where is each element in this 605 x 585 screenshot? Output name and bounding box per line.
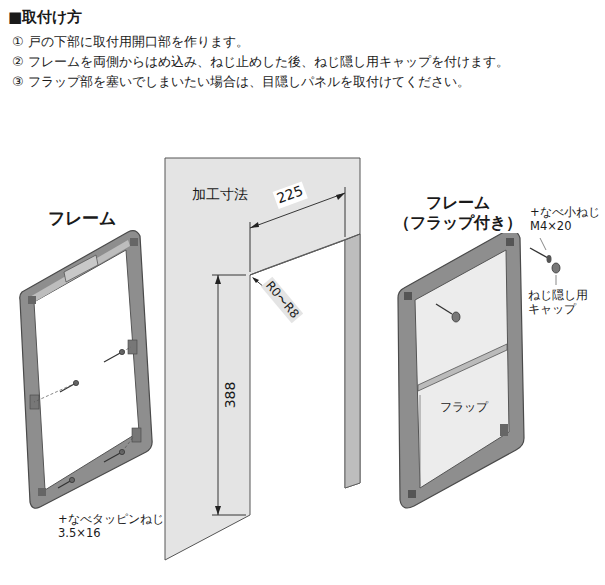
radius-value: R0〜R8 xyxy=(261,277,303,323)
part-callout: +なべタッピンねじ 3.5×16 xyxy=(58,512,164,541)
part-callout: ねじ隠し用 キャップ xyxy=(528,288,588,317)
part-name: フラップ xyxy=(440,400,488,414)
dimension-arrows xyxy=(215,193,345,515)
dimension-value: 388 xyxy=(222,380,240,411)
step-text: ② フレームを両側からはめ込み、ねじ止めした後、ねじ隠し用キャップを付けます。 xyxy=(12,54,509,70)
frame-with-flap xyxy=(398,230,560,508)
part-callout: +なべ小ねじ M4×20 xyxy=(530,205,600,234)
part-name: フレーム xyxy=(48,208,116,229)
dimension-lines xyxy=(212,187,345,515)
step-text: ① 戸の下部に取付用開口部を作ります。 xyxy=(12,34,249,50)
step-text: ③ フラップ部を塞いでしまいたい場合は、目隠しパネルを取付けてください。 xyxy=(12,74,470,90)
door-wall xyxy=(165,158,360,560)
dimension-note: 加工寸法 xyxy=(192,186,248,204)
frame-back xyxy=(20,231,152,509)
part-name: フレーム （フラップ付き） xyxy=(392,193,524,233)
heading: ■取付け方 xyxy=(8,8,82,27)
